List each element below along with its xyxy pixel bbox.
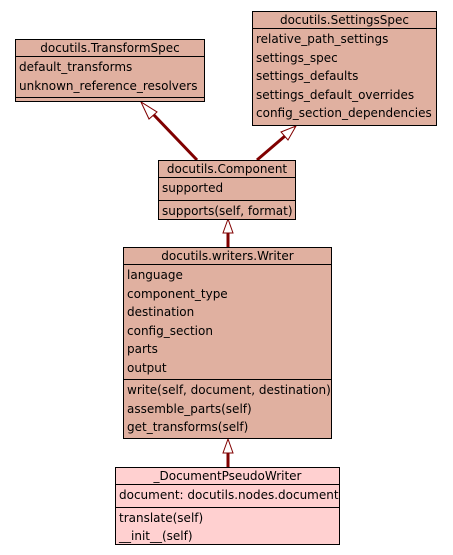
class-title: docutils.TransformSpec	[16, 40, 204, 57]
attribute: component_type	[127, 286, 228, 301]
class-writer: docutils.writers.Writer language compone…	[123, 247, 332, 439]
attribute: settings_defaults	[256, 69, 359, 83]
class-title: _DocumentPseudoWriter	[116, 468, 339, 485]
class-component: docutils.Component supported supports(se…	[158, 160, 296, 220]
attribute: relative_path_settings	[256, 32, 389, 46]
attribute: settings_spec	[256, 50, 338, 65]
attributes-section: language component_type destination conf…	[124, 265, 331, 380]
method: translate(self)	[119, 510, 204, 525]
class-title: docutils.SettingsSpec	[253, 12, 436, 29]
edge-component-settingsspec	[256, 134, 286, 162]
methods-section: write(self, document, destination) assem…	[124, 380, 331, 439]
attribute: language	[127, 268, 183, 282]
attributes-section: relative_path_settings settings_spec set…	[253, 29, 436, 126]
arrowhead-settingsspec	[280, 125, 298, 141]
arrowhead-writer	[222, 437, 234, 454]
attribute: supported	[162, 181, 224, 195]
methods-section: translate(self) __init__(self)	[116, 508, 339, 548]
arrowhead-component	[222, 217, 234, 234]
attributes-section: document: docutils.nodes.document	[116, 485, 339, 508]
attribute: config_section_dependencies	[256, 106, 432, 120]
attribute: settings_default_overrides	[256, 87, 415, 102]
class-title: docutils.Component	[159, 161, 295, 178]
attribute: document: docutils.nodes.document	[119, 488, 339, 502]
method: __init__(self)	[119, 529, 193, 543]
class-title: docutils.writers.Writer	[124, 248, 331, 265]
attribute: unknown_reference_resolvers	[19, 78, 198, 93]
method: get_transforms(self)	[127, 420, 249, 434]
method: assemble_parts(self)	[127, 401, 252, 416]
class-transformspec: docutils.TransformSpec default_transform…	[15, 39, 205, 102]
method: write(self, document, destination)	[127, 383, 331, 397]
attribute: destination	[127, 305, 195, 319]
attributes-section: supported	[159, 178, 295, 201]
attribute: output	[127, 360, 167, 375]
method: supports(self, format)	[162, 203, 293, 218]
attribute: default_transforms	[19, 60, 133, 74]
attribute: config_section	[127, 323, 213, 338]
edge-component-transformspec	[151, 112, 199, 162]
arrowhead-transformspec	[139, 100, 158, 120]
attribute: parts	[127, 342, 158, 356]
methods-section	[16, 98, 204, 102]
class-documentpseudowriter: _DocumentPseudoWriter document: docutils…	[115, 467, 340, 545]
methods-section	[253, 126, 436, 130]
class-settingsspec: docutils.SettingsSpec relative_path_sett…	[252, 11, 437, 126]
methods-section: supports(self, format)	[159, 201, 295, 223]
attributes-section: default_transforms unknown_reference_res…	[16, 57, 204, 98]
